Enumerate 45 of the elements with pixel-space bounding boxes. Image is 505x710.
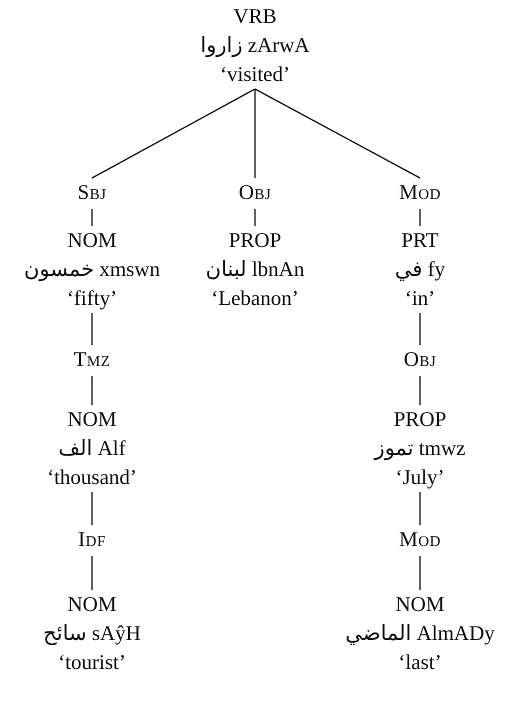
gloss: ‘Lebanon’ bbox=[210, 285, 300, 312]
tree-branch bbox=[254, 209, 256, 226]
word-form: الف Alf bbox=[57, 435, 127, 462]
gloss: ‘fifty’ bbox=[66, 285, 118, 312]
relation-label: MOD bbox=[399, 178, 441, 209]
gloss: ‘visited’ bbox=[219, 61, 291, 88]
relation-label: TMZ bbox=[74, 345, 110, 376]
tree-branch bbox=[254, 88, 420, 179]
word-form: تموز tmwz bbox=[374, 435, 466, 462]
gloss: ‘tourist’ bbox=[57, 649, 127, 676]
tree-branch bbox=[419, 556, 421, 590]
tree-branch bbox=[91, 556, 93, 590]
pos-tag: NOM bbox=[24, 226, 160, 255]
pos-tag: PROP bbox=[374, 405, 466, 434]
pos-tag: NOM bbox=[345, 590, 495, 619]
gloss: ‘last’ bbox=[397, 649, 443, 676]
word-form: الماضي AlmADy bbox=[345, 620, 495, 648]
relation-label: MOD bbox=[399, 525, 441, 556]
pos-tag: VRB bbox=[200, 2, 310, 31]
relation-label: IDF bbox=[78, 525, 106, 556]
gloss: ‘July’ bbox=[394, 464, 446, 491]
tree-branch bbox=[91, 492, 93, 525]
relation-label: OBJ bbox=[404, 345, 436, 376]
pos-tag: PROP bbox=[206, 226, 304, 255]
gloss: ‘in’ bbox=[404, 285, 436, 312]
word-form: خمسون xmswn bbox=[24, 256, 160, 284]
tree-branch bbox=[419, 376, 421, 405]
tree-branch bbox=[419, 492, 421, 525]
word-form: لبنان lbnAn bbox=[206, 256, 304, 283]
tree-branch bbox=[91, 376, 93, 405]
pos-tag: NOM bbox=[43, 590, 141, 619]
tree-branch bbox=[419, 313, 421, 345]
word-form: زاروا zArwA bbox=[200, 32, 310, 60]
pos-tag: PRT bbox=[394, 226, 446, 255]
tree-branch bbox=[92, 88, 256, 179]
pos-tag: NOM bbox=[47, 405, 137, 434]
word-form: سائح sAŷH bbox=[43, 620, 141, 648]
tree-branch bbox=[419, 209, 421, 226]
relation-label: OBJ bbox=[238, 178, 272, 209]
gloss: ‘thousand’ bbox=[47, 464, 137, 491]
tree-branch bbox=[91, 209, 93, 226]
word-form: في fy bbox=[394, 256, 446, 284]
tree-branch bbox=[91, 313, 93, 345]
relation-label: SBJ bbox=[77, 178, 107, 209]
tree-branch bbox=[254, 89, 256, 178]
